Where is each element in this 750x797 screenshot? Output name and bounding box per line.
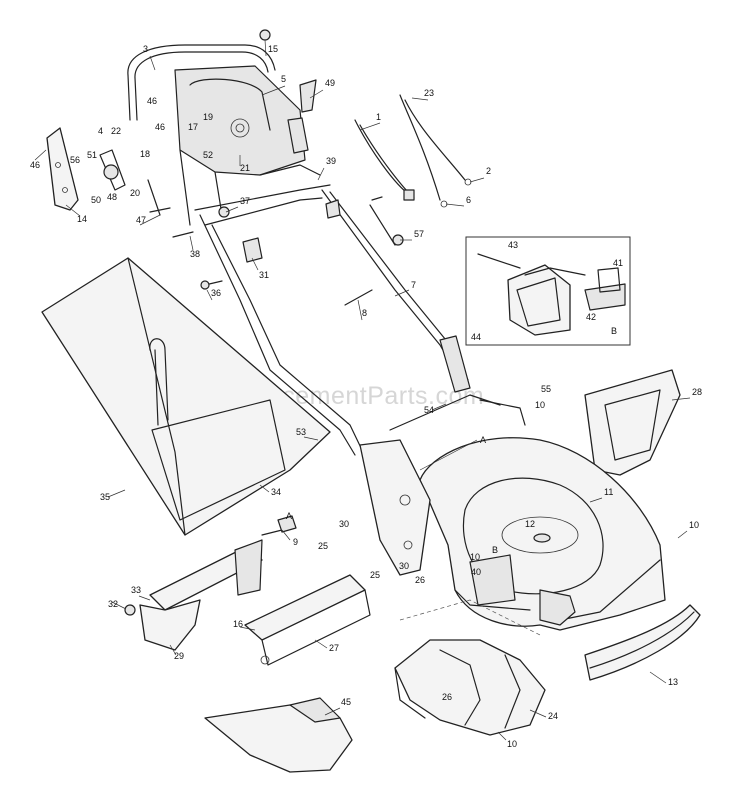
callout-c50: 50	[91, 195, 101, 205]
callout-c51: 51	[87, 150, 97, 160]
callout-cA2: A	[286, 511, 292, 521]
callout-c8: 8	[362, 308, 367, 318]
callout-c4: 4	[98, 126, 103, 136]
callout-c27: 27	[329, 643, 339, 653]
handle-bracket	[46, 127, 171, 216]
side-door	[204, 697, 353, 773]
callout-c42: 42	[586, 312, 596, 322]
callout-c29: 29	[174, 651, 184, 661]
callout-c3: 3	[143, 44, 148, 54]
callout-c53: 53	[296, 427, 306, 437]
callout-c13: 13	[668, 677, 678, 687]
discharge-chute	[584, 369, 681, 476]
callout-c38: 38	[190, 249, 200, 259]
callout-c16: 16	[233, 619, 243, 629]
callout-c46c: 46	[155, 122, 165, 132]
mulch-plug-inset: 44	[465, 236, 631, 346]
callout-c32: 32	[108, 599, 118, 609]
rear-flap	[124, 515, 297, 651]
front-bumper	[584, 604, 701, 681]
callout-c41: 41	[613, 258, 623, 268]
callout-c31: 31	[259, 270, 269, 280]
callout-c33: 33	[131, 585, 141, 595]
callout-c9: 9	[293, 537, 298, 547]
callout-c18: 18	[140, 149, 150, 159]
callout-c45: 45	[341, 697, 351, 707]
callout-c57: 57	[414, 229, 424, 239]
callout-c22: 22	[111, 126, 121, 136]
grass-bag	[41, 257, 331, 536]
callout-c17: 17	[188, 122, 198, 132]
callout-labels: 1234567891010101011121314151617181920212…	[30, 44, 702, 749]
callout-c40: 40	[471, 567, 481, 577]
callout-c39: 39	[326, 156, 336, 166]
callout-c37: 37	[240, 196, 250, 206]
callout-c47: 47	[136, 215, 146, 225]
callout-c30b: 30	[399, 561, 409, 571]
callout-c15: 15	[268, 44, 278, 54]
callout-c10c: 10	[689, 520, 699, 530]
callout-c6: 6	[466, 195, 471, 205]
callout-cA1: A	[480, 435, 486, 445]
mulch-baffle	[394, 599, 546, 736]
callout-c1: 1	[376, 112, 381, 122]
callout-c43: 43	[508, 240, 518, 250]
callout-c26b: 26	[442, 692, 452, 702]
callout-c14: 14	[77, 214, 87, 224]
callout-c20: 20	[130, 188, 140, 198]
callout-c10d: 10	[507, 739, 517, 749]
mower-deck	[419, 437, 666, 631]
callout-c25a: 25	[318, 541, 328, 551]
callout-c10a: 10	[535, 400, 545, 410]
inset-label: 44	[471, 332, 481, 342]
callout-c34: 34	[271, 487, 281, 497]
callout-c55: 55	[541, 384, 551, 394]
callout-c2: 2	[486, 166, 491, 176]
callout-c24: 24	[548, 711, 558, 721]
callout-cB1: B	[492, 545, 498, 555]
leader-lines	[34, 39, 691, 741]
callout-c54: 54	[424, 405, 434, 415]
callout-c28: 28	[692, 387, 702, 397]
callout-c30a: 30	[339, 519, 349, 529]
rear-frame	[359, 394, 526, 576]
callout-c12: 12	[525, 519, 535, 529]
callout-c19: 19	[203, 112, 213, 122]
control-cables	[172, 29, 472, 306]
callout-c46b: 46	[30, 160, 40, 170]
callout-c46a: 46	[147, 96, 157, 106]
callout-c48: 48	[107, 192, 117, 202]
lower-handle	[194, 184, 471, 456]
callout-c49: 49	[325, 78, 335, 88]
callout-c52: 52	[203, 150, 213, 160]
callout-c23: 23	[424, 88, 434, 98]
rear-cover	[244, 574, 371, 666]
callout-c5: 5	[281, 74, 286, 84]
callout-c21: 21	[240, 163, 250, 173]
callout-c10b: 10	[470, 552, 480, 562]
upper-handle	[127, 44, 321, 226]
callout-c11: 11	[604, 487, 613, 497]
callout-c25b: 25	[370, 570, 380, 580]
callout-c7: 7	[411, 280, 416, 290]
callout-c36: 36	[211, 288, 221, 298]
callout-c56: 56	[70, 155, 80, 165]
callout-cB2: B	[611, 326, 617, 336]
callout-c35: 35	[100, 492, 110, 502]
callout-c26a: 26	[415, 575, 425, 585]
